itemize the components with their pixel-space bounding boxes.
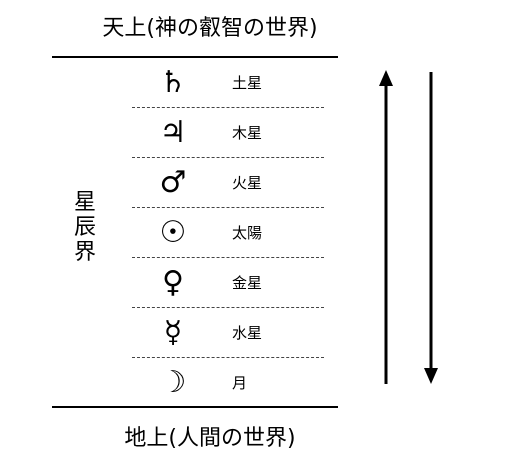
planet-row: ♃ 木星 [132,108,324,158]
planet-name: 水星 [232,324,263,342]
row-divider [132,107,324,108]
moon-icon: ☽ [159,365,187,400]
venus-icon: ♀ [162,265,184,300]
row-divider [132,307,324,308]
jupiter-icon: ♃ [159,115,187,150]
bottom-rule [52,406,338,408]
planet-name: 金星 [232,274,263,292]
row-divider [132,257,324,258]
planet-name: 太陽 [232,224,263,242]
realm-label: 星 辰 界 [73,190,96,265]
planet-row: ♂ 火星 [132,158,324,208]
saturn-icon: ♄ [159,65,187,100]
mars-icon: ♂ [159,165,187,200]
mercury-icon: ☿ [163,315,183,350]
planet-row: ♄ 土星 [132,58,324,108]
planet-row: ♀ 金星 [132,258,324,308]
top-rule [52,56,338,58]
planet-row: ☉ 太陽 [132,208,324,258]
planet-name: 火星 [232,174,263,192]
heaven-label: 天上(神の叡智の世界) [102,16,318,41]
earth-label: 地上(人間の世界) [124,426,296,451]
planet-row: ☽月 [132,358,324,408]
descending-arrow [424,72,438,384]
planet-row: ☿ 水星 [132,308,324,358]
sun-icon: ☉ [159,215,187,250]
planet-name: 木星 [232,124,263,142]
planet-name: 土星 [232,74,263,92]
row-divider [132,157,324,158]
row-divider [132,207,324,208]
row-divider [132,357,324,358]
ascending-arrow [379,70,393,384]
planet-name: 月 [232,374,248,392]
